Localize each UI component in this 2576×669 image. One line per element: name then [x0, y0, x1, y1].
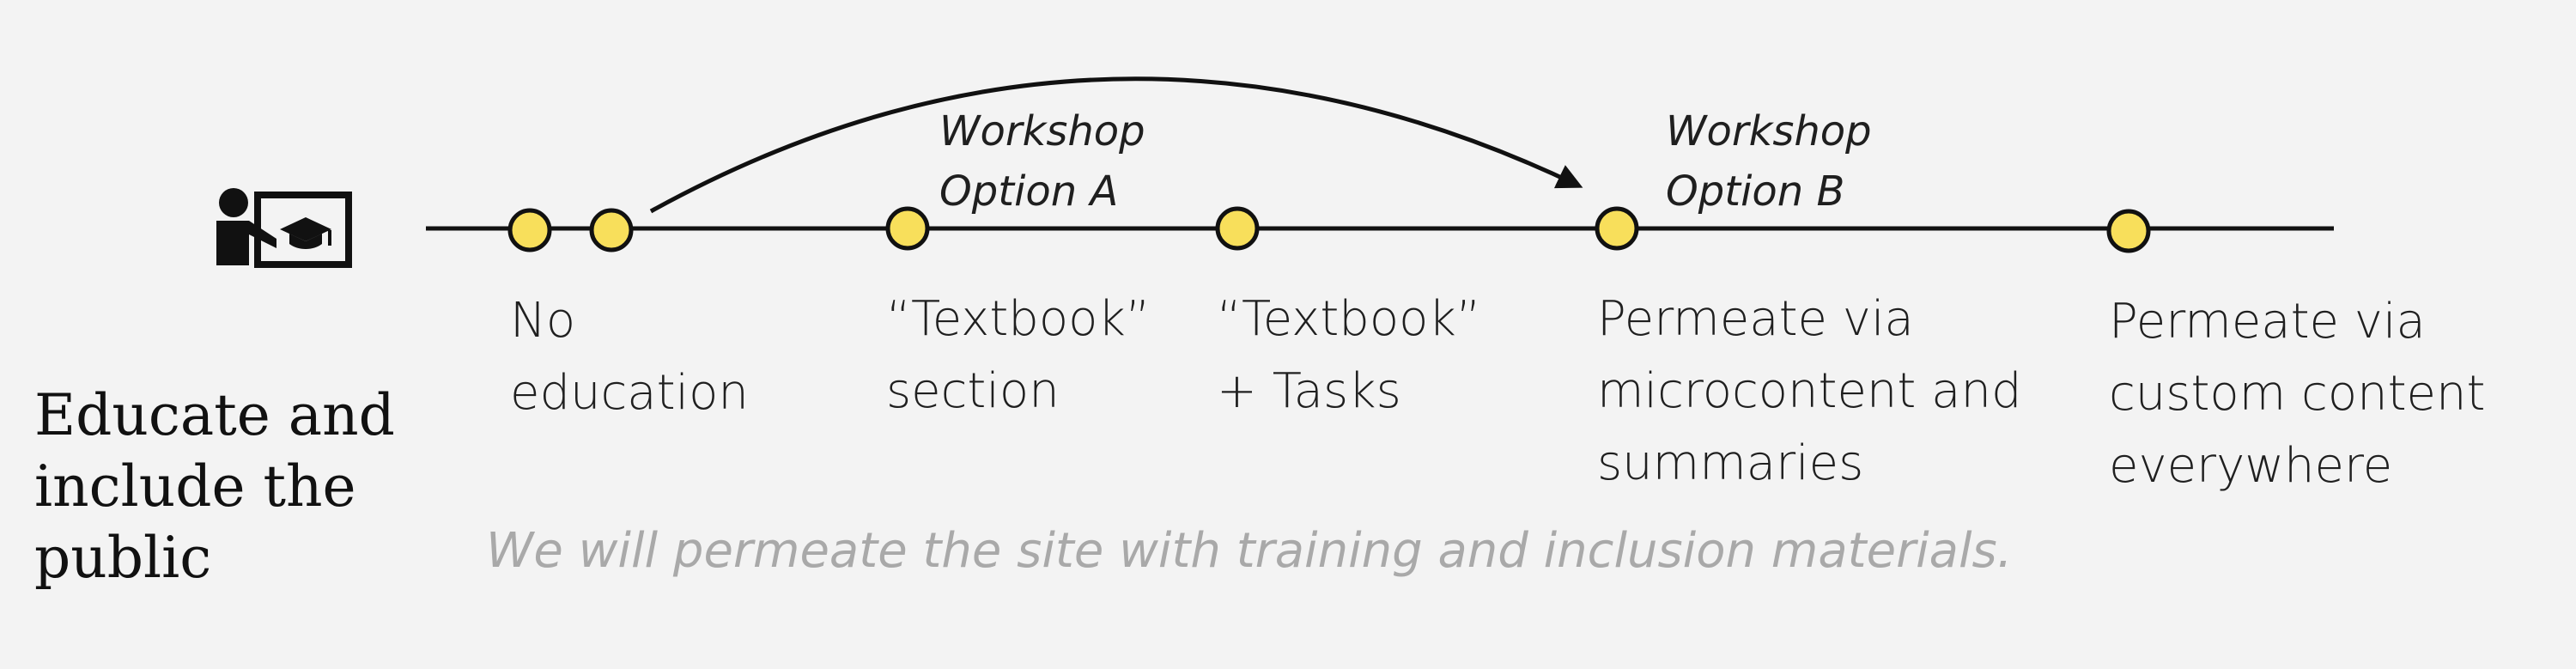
teacher-at-board-icon	[216, 188, 352, 268]
workshop-option-a-label: Workshop Option A	[939, 107, 1145, 216]
page-title: Educate and include the public	[34, 382, 395, 591]
stage-label-textbook-tasks: “Textbook” + Tasks	[1217, 291, 1481, 419]
page-subtitle: We will permeate the site with training …	[486, 523, 2013, 579]
timeline-node-microcontent	[1595, 206, 1639, 251]
workshop-option-arrow	[649, 76, 1583, 214]
timeline-node-no-education-1	[507, 208, 552, 252]
stage-label-textbook-section: “Textbook” section	[886, 291, 1151, 419]
timeline-node-custom-content	[2106, 209, 2151, 253]
stage-label-custom-content: Permeate via custom content everywhere	[2109, 294, 2486, 494]
timeline-node-textbook-tasks	[1215, 206, 1260, 251]
timeline-node-textbook-section	[885, 206, 930, 251]
workshop-option-b-label: Workshop Option B	[1666, 107, 1872, 216]
stage-label-microcontent: Permeate via microcontent and summaries	[1597, 291, 2022, 491]
timeline-node-no-education-2	[589, 208, 634, 252]
stage-label-no-education: No education	[510, 293, 749, 421]
